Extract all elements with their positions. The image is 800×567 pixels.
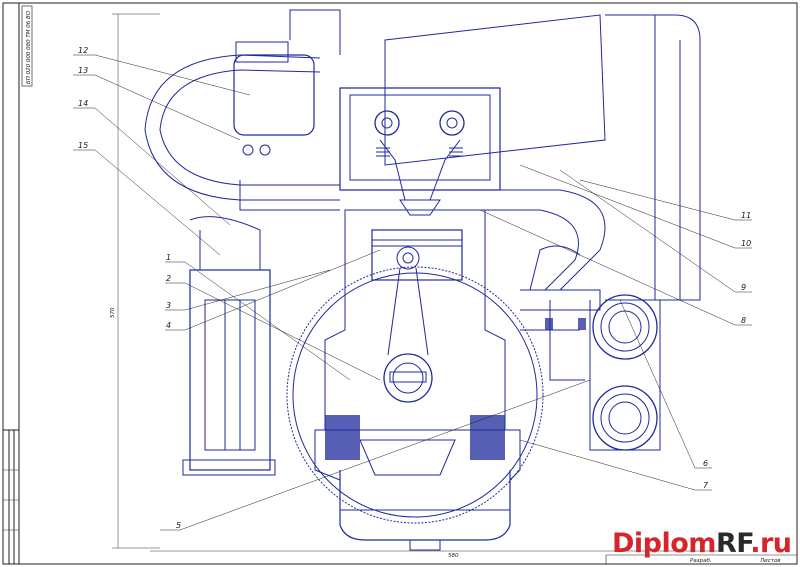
callout-4: 4: [166, 321, 171, 330]
title-block-right-text: Листов: [759, 558, 781, 564]
height-dimension-value: 570: [110, 307, 116, 318]
doc-code: БП 020 000 080 ТМ 06 ВО: [26, 10, 32, 84]
leader-lines: [73, 54, 752, 531]
title-block-left-text: Разраб.: [690, 558, 712, 564]
callout-11: 11: [741, 211, 751, 220]
callout-12: 12: [78, 46, 88, 55]
engine-linework: [144, 9, 701, 551]
callout-13: 13: [78, 66, 88, 75]
watermark-part-rf: RF: [715, 528, 751, 559]
diplomrf-watermark: DiplomRF.ru: [612, 528, 792, 559]
watermark-part-domain: .ru: [750, 528, 792, 559]
piston: [371, 229, 463, 281]
intake-manifold: [159, 69, 340, 186]
callouts: 1 2 3 4 5 6 7 8 9 10 11 12 13 14 15: [78, 46, 751, 530]
section-hatching: [325, 318, 586, 460]
connecting-rod: [387, 267, 429, 356]
doc-code-box: [21, 5, 33, 87]
left-margin-stamp: [3, 469, 19, 531]
exhaust-port-lower: [592, 385, 658, 451]
exhaust-stack: [605, 14, 701, 301]
callout-5: 5: [176, 521, 181, 530]
callout-8: 8: [741, 316, 746, 325]
air-box: [233, 54, 315, 136]
height-dimension: [112, 13, 160, 549]
oil-pan: [339, 470, 511, 541]
title-block: [605, 554, 797, 564]
callout-7: 7: [703, 481, 709, 490]
callout-1: 1: [166, 253, 171, 262]
callout-10: 10: [741, 239, 751, 248]
exhaust-port-upper: [592, 294, 658, 360]
callout-2: 2: [166, 274, 171, 283]
camshaft-left: [374, 110, 400, 136]
callout-14: 14: [78, 99, 88, 108]
piston-pin: [396, 246, 420, 270]
callout-6: 6: [703, 459, 708, 468]
callout-9: 9: [741, 283, 746, 292]
crankpin: [383, 353, 433, 403]
watermark-part-diplom: Diplom: [612, 528, 716, 559]
callout-15: 15: [78, 141, 88, 150]
oil-filter: [189, 269, 271, 471]
muffler-box: [384, 14, 606, 166]
cylinder-head: [339, 87, 501, 191]
camshaft-right: [439, 110, 465, 136]
callout-3: 3: [166, 301, 171, 310]
width-dimension-value: 580: [448, 553, 459, 559]
